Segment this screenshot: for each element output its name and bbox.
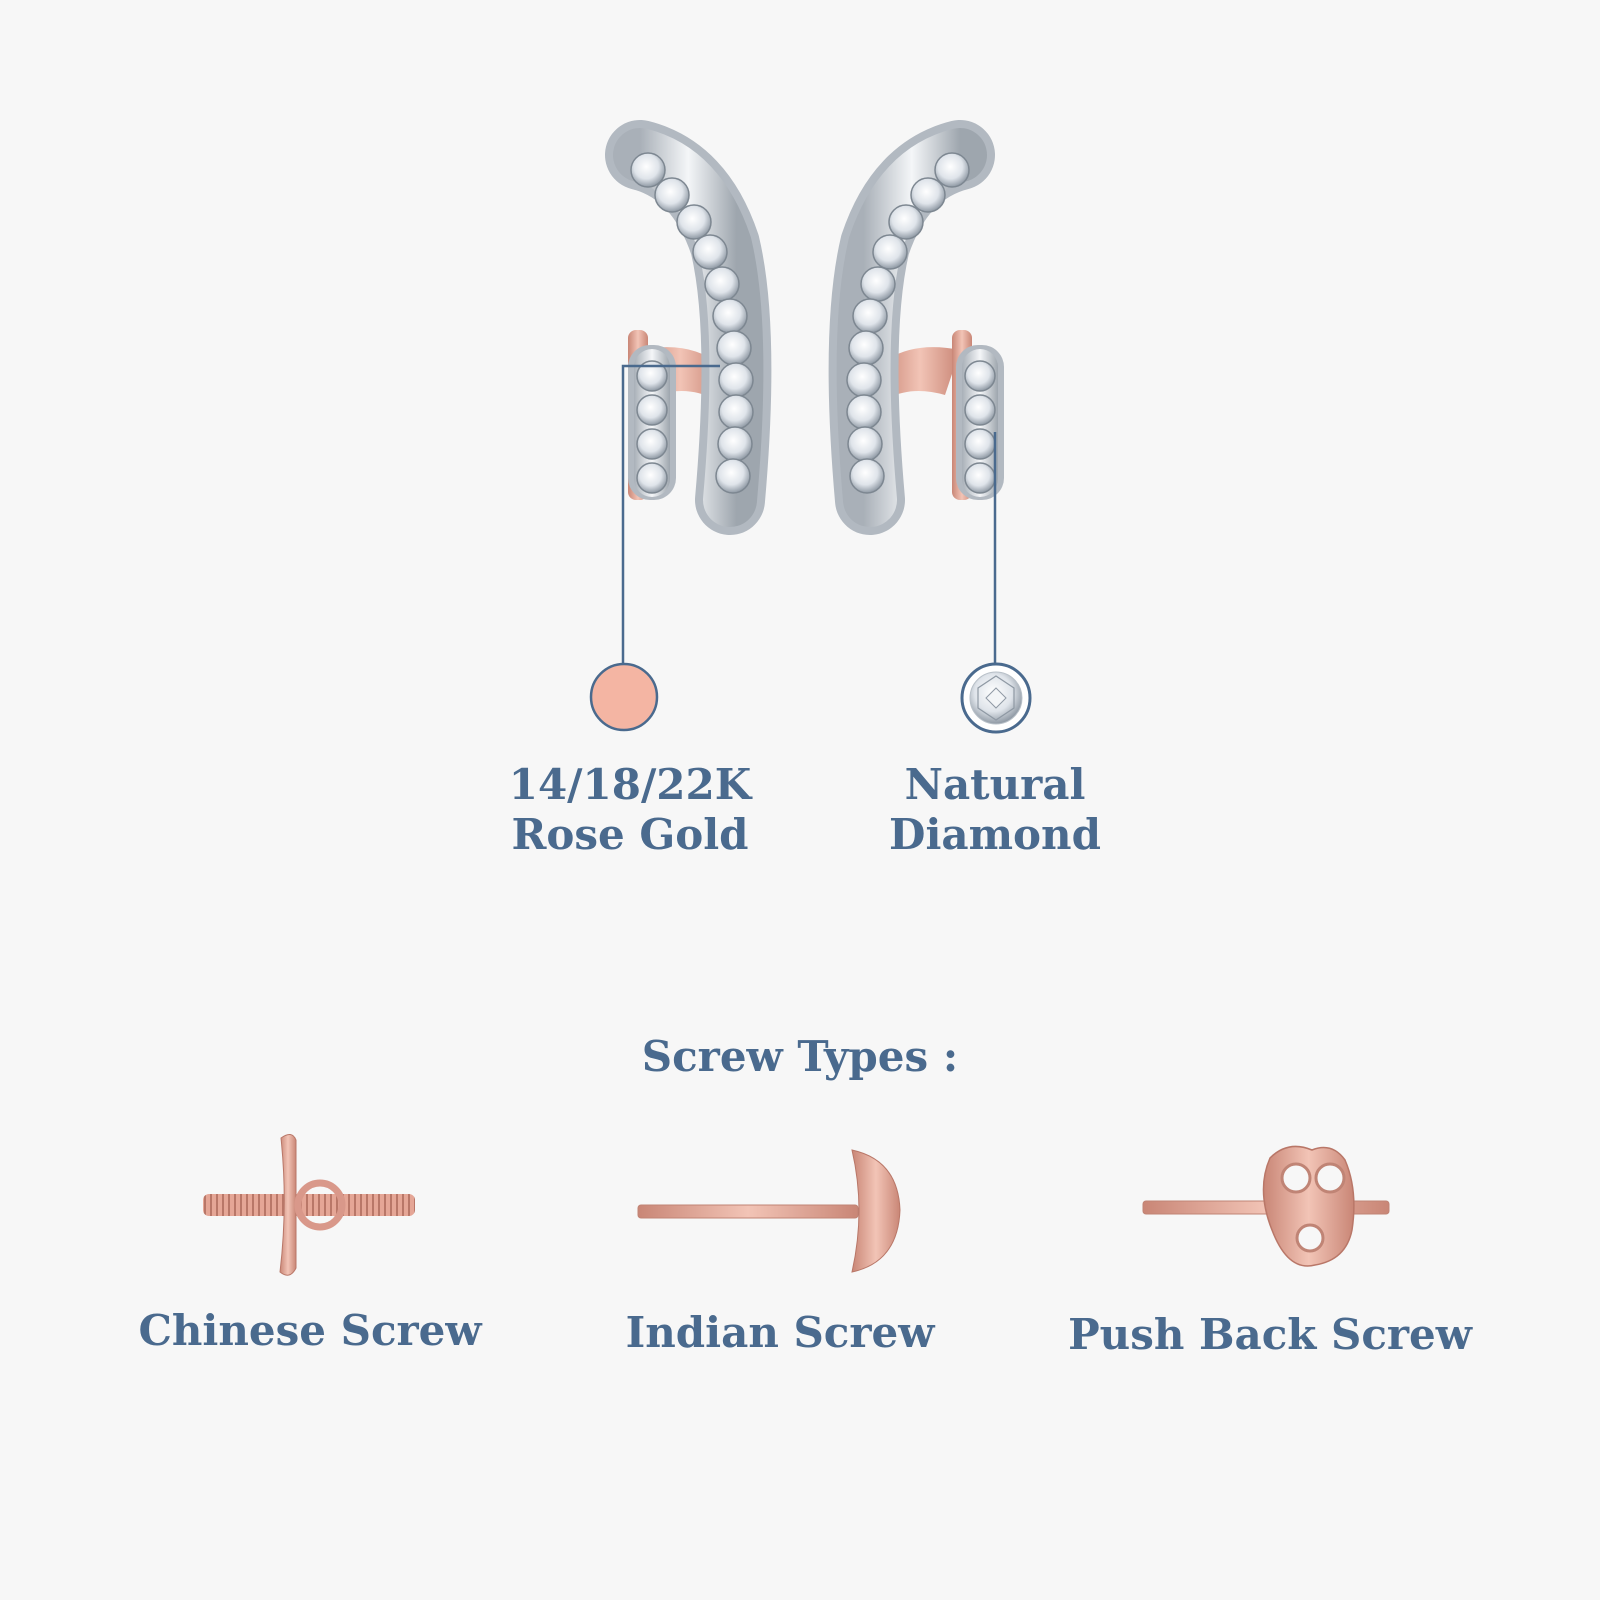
diamond-material-label: Natural Diamond: [845, 760, 1145, 861]
chinese-screw-label: Chinese Screw: [138, 1306, 482, 1355]
diamond-line1-text: Natural: [904, 760, 1086, 809]
left-earring: [605, 120, 772, 535]
gold-type-text: Rose Gold: [511, 810, 749, 860]
chinese-screw-icon: [203, 1134, 415, 1276]
diamond-line2-text: Diamond: [889, 810, 1101, 860]
screw-types-heading: Screw Types :: [641, 1032, 959, 1081]
indian-screw-icon: [637, 1149, 901, 1273]
indian-screw-label: Indian Screw: [625, 1308, 935, 1357]
right-earring: [828, 120, 1004, 535]
diamond-swatch-icon: [960, 662, 1032, 734]
gold-callout-line: [621, 364, 720, 664]
push-back-screw-icon: [1142, 1145, 1390, 1267]
gold-karat-text: 14/18/22K: [508, 760, 752, 809]
gold-material-label: 14/18/22K Rose Gold: [480, 760, 780, 861]
push-back-screw-label: Push Back Screw: [1068, 1310, 1472, 1359]
rose-gold-swatch-icon: [589, 662, 659, 732]
